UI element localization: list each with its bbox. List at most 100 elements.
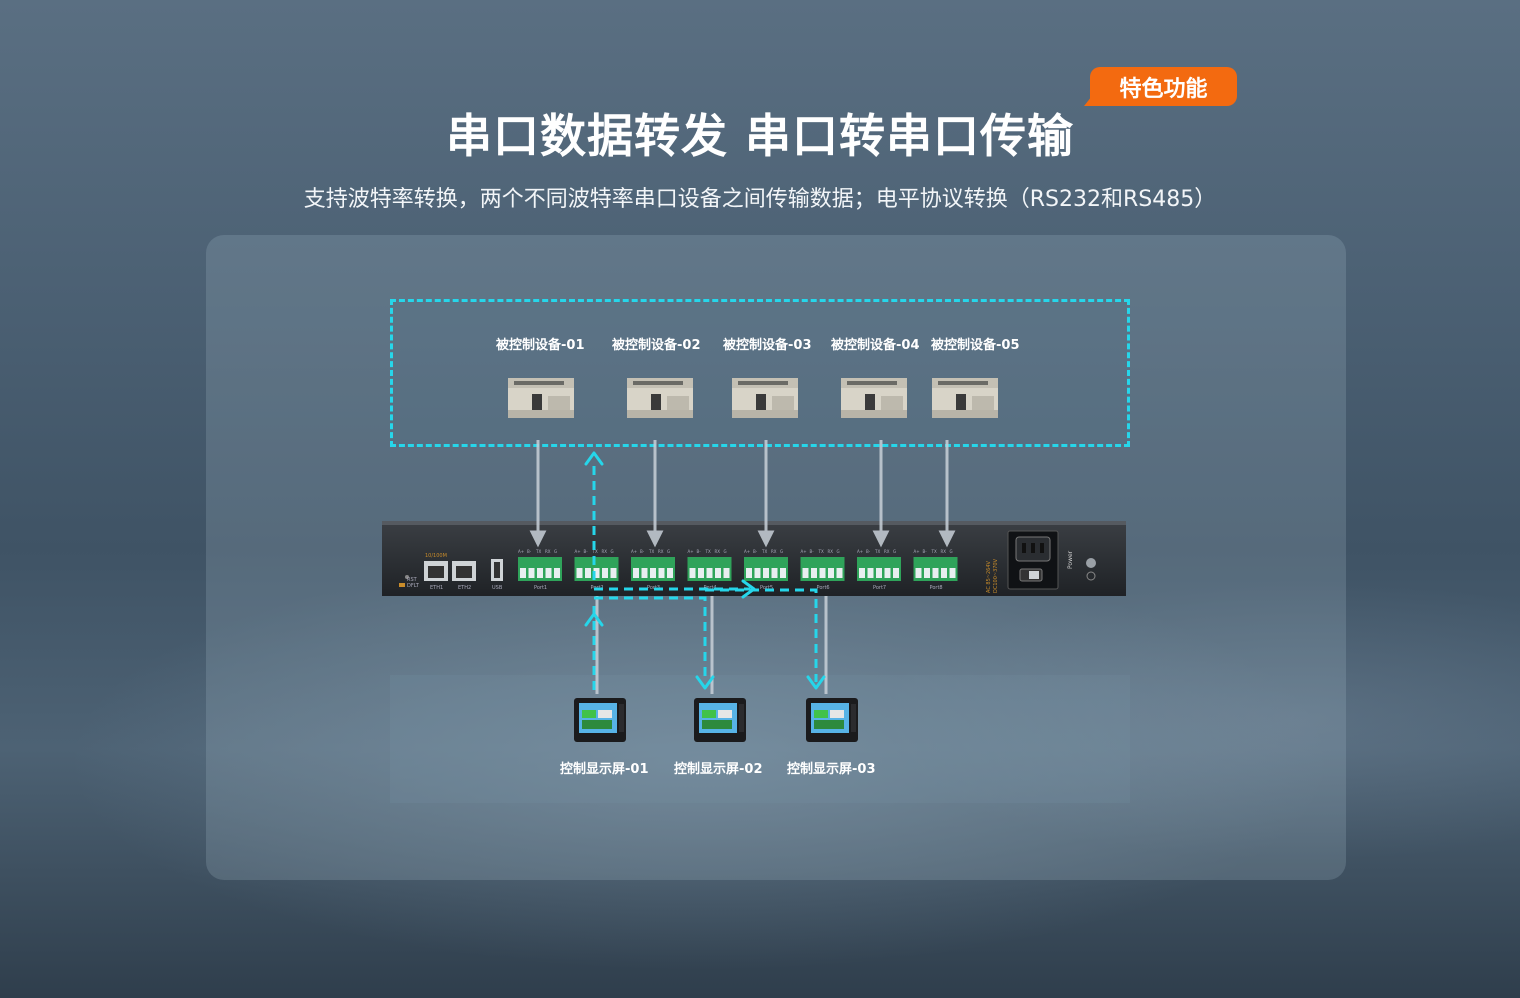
link-arrow	[529, 530, 547, 548]
terminal-screw	[802, 568, 809, 578]
terminal-screw	[698, 568, 704, 578]
pin-label: B-	[866, 549, 871, 554]
terminal-screw	[528, 568, 535, 578]
terminal-screw	[828, 568, 834, 578]
device-label: 被控制设备-01	[496, 338, 585, 353]
plc-device-icon	[508, 378, 574, 418]
terminal-screw	[836, 568, 843, 578]
page-title: 串口数据转发 串口转串口传输	[445, 109, 1074, 163]
pin-label: RX	[602, 549, 608, 554]
link-arrow	[872, 530, 890, 548]
terminal-screw	[633, 568, 639, 578]
plc-device-icon	[932, 378, 998, 418]
pin-label: A+	[631, 549, 637, 554]
terminal-screw	[819, 568, 826, 578]
screen-label: 控制显示屏-03	[787, 762, 876, 777]
terminal-screw	[763, 568, 769, 578]
device-label: 被控制设备-05	[931, 338, 1020, 353]
link-arrow	[646, 530, 664, 548]
port-label: Port8	[930, 585, 943, 591]
pin-label: RX	[941, 549, 947, 554]
flow-arrow-down	[806, 675, 826, 690]
pin-label: RX	[545, 549, 551, 554]
terminal-screw	[554, 568, 560, 578]
terminal-screw	[771, 568, 778, 578]
link-arrow	[757, 530, 775, 548]
pin-label: A+	[575, 549, 581, 554]
terminal-screw	[915, 568, 922, 578]
pin-label: TX	[592, 549, 598, 554]
screen-label: 控制显示屏-01	[560, 762, 649, 777]
port-label: Port6	[817, 585, 830, 591]
pin-label: RX	[771, 549, 777, 554]
pin-label: TX	[874, 549, 880, 554]
plc-device-icon	[732, 378, 798, 418]
screen-group-box	[390, 675, 1130, 803]
port-label: Port7	[873, 585, 886, 591]
feature-badge: 特色功能	[1084, 67, 1237, 106]
power-spec-1: AC 85~264V	[986, 560, 992, 593]
terminal-screw	[585, 568, 591, 578]
plc-device-icon	[627, 378, 693, 418]
pin-label: RX	[884, 549, 890, 554]
pin-label: TX	[818, 549, 824, 554]
device-label: 被控制设备-03	[723, 338, 812, 353]
terminal-screw	[610, 568, 617, 578]
hmi-screen-icon	[806, 698, 858, 742]
pin-label: G	[611, 549, 614, 554]
pin-label: TX	[535, 549, 541, 554]
terminal-screw	[641, 568, 648, 578]
pin-label: TX	[705, 549, 711, 554]
pin-label: A+	[688, 549, 694, 554]
terminal-screw	[949, 568, 956, 578]
terminal-screw	[780, 568, 786, 578]
terminal-screw	[884, 568, 891, 578]
terminal-screw	[811, 568, 817, 578]
flow-arrow-right	[741, 579, 756, 599]
pin-label: B-	[527, 549, 532, 554]
pin-label: B-	[584, 549, 589, 554]
terminal-screw	[706, 568, 713, 578]
device-group-box	[390, 299, 1130, 447]
eth-speed-label: 10/100M	[425, 553, 447, 559]
pin-label: A+	[744, 549, 750, 554]
terminal-screw	[650, 568, 656, 578]
usb-label: USB	[492, 585, 503, 591]
dflt-label: DFLT	[407, 583, 420, 589]
terminal-screw	[723, 568, 730, 578]
hmi-screen-icon	[574, 698, 626, 742]
link-arrow	[938, 530, 956, 548]
terminal-screw	[602, 568, 608, 578]
pin-label: A+	[857, 549, 863, 554]
terminal-screw	[537, 568, 543, 578]
terminal-screw	[859, 568, 865, 578]
port-label: Port3	[647, 585, 660, 591]
pin-label: RX	[715, 549, 721, 554]
terminal-screw	[658, 568, 665, 578]
pin-label: RX	[828, 549, 834, 554]
eth1-label: ETH1	[430, 585, 443, 591]
pin-label: B-	[697, 549, 702, 554]
rst-label: RST	[407, 577, 418, 583]
pin-label: TX	[761, 549, 767, 554]
pin-label: A+	[914, 549, 920, 554]
flow-arrow-down	[695, 675, 715, 690]
flow-path-screen3	[705, 588, 818, 682]
power-label: Power	[1067, 550, 1074, 569]
terminal-screw	[932, 568, 939, 578]
plc-device-icon	[841, 378, 907, 418]
eth2-label: ETH2	[458, 585, 471, 591]
device-label: 被控制设备-02	[612, 338, 701, 353]
pin-label: G	[554, 549, 557, 554]
terminal-screw	[520, 568, 526, 578]
pin-label: G	[950, 549, 953, 554]
screen-label: 控制显示屏-02	[674, 762, 763, 777]
terminal-screw	[876, 568, 882, 578]
hmi-screen-icon	[694, 698, 746, 742]
pin-label: RX	[658, 549, 664, 554]
terminal-screw	[593, 568, 600, 578]
power-spec-2: DC100~370V	[993, 558, 999, 593]
terminal-screw	[924, 568, 930, 578]
